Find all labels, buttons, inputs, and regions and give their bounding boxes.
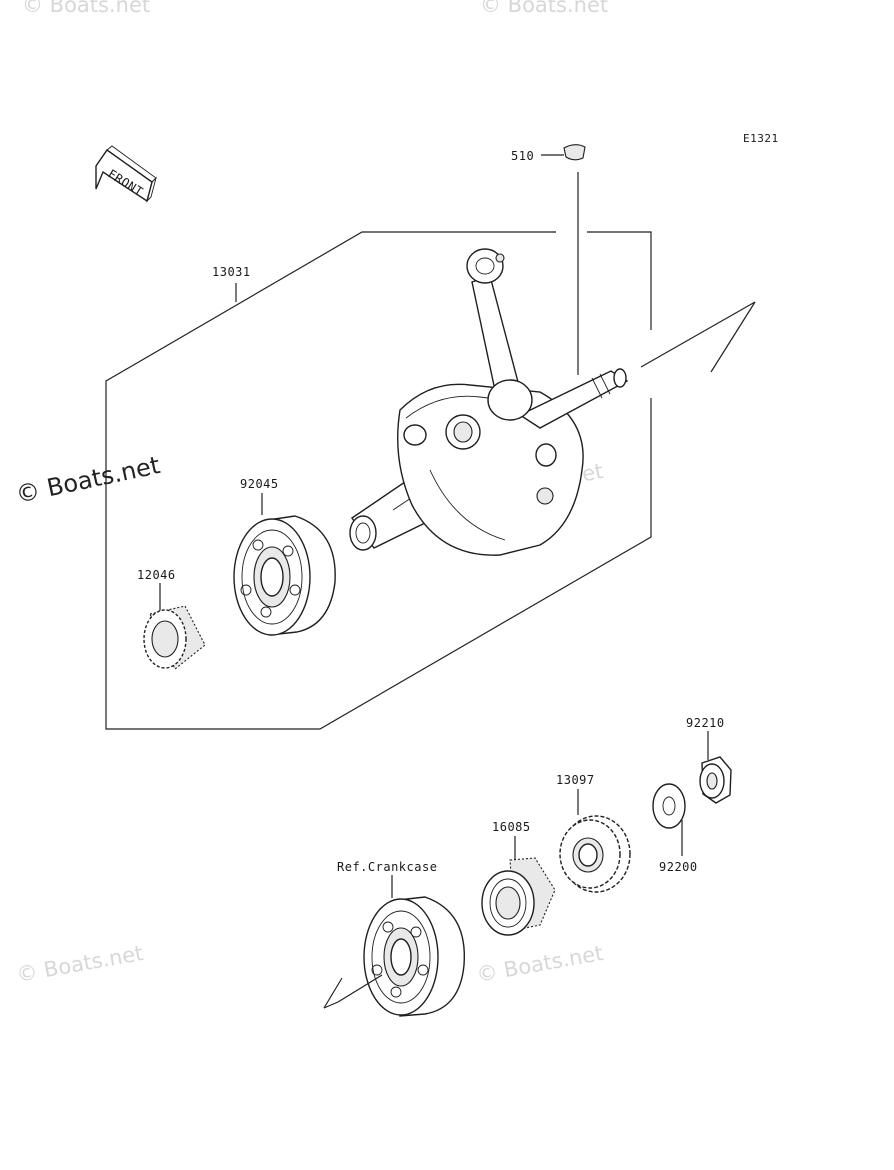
assembly-bracket-13031 — [105, 231, 756, 730]
washer-part-92200 — [652, 783, 686, 856]
watermark-bottom-right: © Boats.net — [475, 941, 605, 987]
watermark-main: © Boats.net — [13, 451, 162, 509]
label-13097: 13097 — [556, 773, 595, 787]
label-ref-crankcase: Ref.Crankcase — [337, 860, 437, 874]
label-510: 510 — [511, 149, 534, 163]
label-92200: 92200 — [659, 860, 698, 874]
label-92045: 92045 — [240, 477, 279, 491]
label-12046: 12046 — [137, 568, 176, 582]
crankcase-bearing — [323, 875, 466, 1017]
diagram-code: E1321 — [743, 132, 779, 145]
watermark-top-left: © Boats.net — [22, 0, 150, 17]
gear-part-16085 — [481, 836, 556, 936]
nut-part-92210 — [699, 731, 732, 804]
label-16085: 16085 — [492, 820, 531, 834]
watermark-bottom-left: © Boats.net — [15, 941, 145, 987]
crankshaft-part-13031 — [349, 248, 629, 556]
label-13031: 13031 — [212, 265, 251, 279]
gear-part-13097 — [559, 789, 631, 893]
watermark-top-right: © Boats.net — [480, 0, 608, 17]
label-92210: 92210 — [686, 716, 725, 730]
bearing-part-92045 — [233, 493, 336, 636]
key-part-510 — [541, 144, 586, 375]
gear-part-12046 — [143, 583, 206, 670]
front-arrow-icon: FRONT — [95, 145, 157, 203]
